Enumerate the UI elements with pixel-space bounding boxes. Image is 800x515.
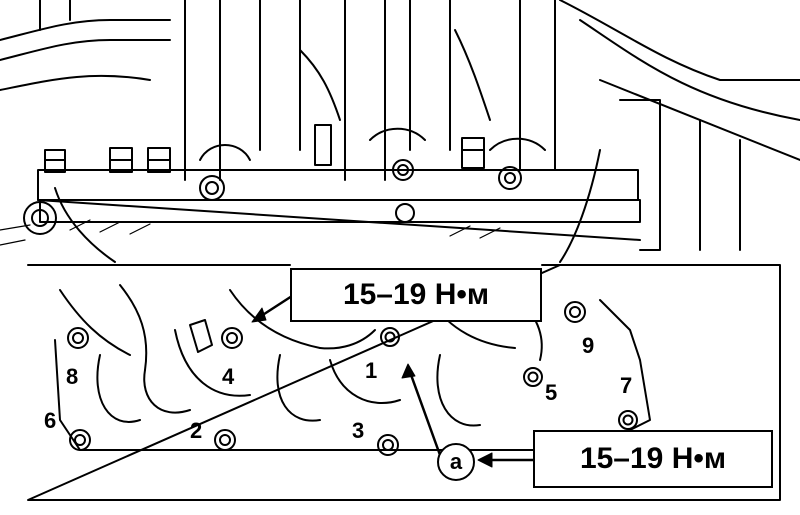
torque-callout-lower: 15–19 Н•м bbox=[533, 430, 773, 488]
detail-frame bbox=[27, 264, 781, 501]
bolt-label-5: 5 bbox=[545, 380, 558, 405]
bolt-label-2: 2 bbox=[190, 418, 203, 443]
bolt-label-9: 9 bbox=[582, 333, 595, 358]
bolt-label-7: 7 bbox=[620, 373, 633, 398]
bolt-label-1: 1 bbox=[365, 358, 378, 383]
marker-a: a bbox=[437, 443, 475, 481]
bolt-label-3: 3 bbox=[352, 418, 365, 443]
bolt-label-8: 8 bbox=[66, 364, 79, 389]
torque-value-lower: 15–19 Н•м bbox=[579, 442, 727, 475]
torque-arrows bbox=[251, 294, 535, 468]
bolt-label-4: 4 bbox=[222, 364, 235, 389]
bolt-label-6: 6 bbox=[44, 408, 57, 433]
torque-callout-upper: 15–19 Н•м bbox=[290, 268, 542, 322]
zoom-cone bbox=[54, 149, 601, 263]
engine-upper-part bbox=[0, 0, 800, 251]
torque-value-upper: 15–19 Н•м bbox=[342, 278, 490, 311]
